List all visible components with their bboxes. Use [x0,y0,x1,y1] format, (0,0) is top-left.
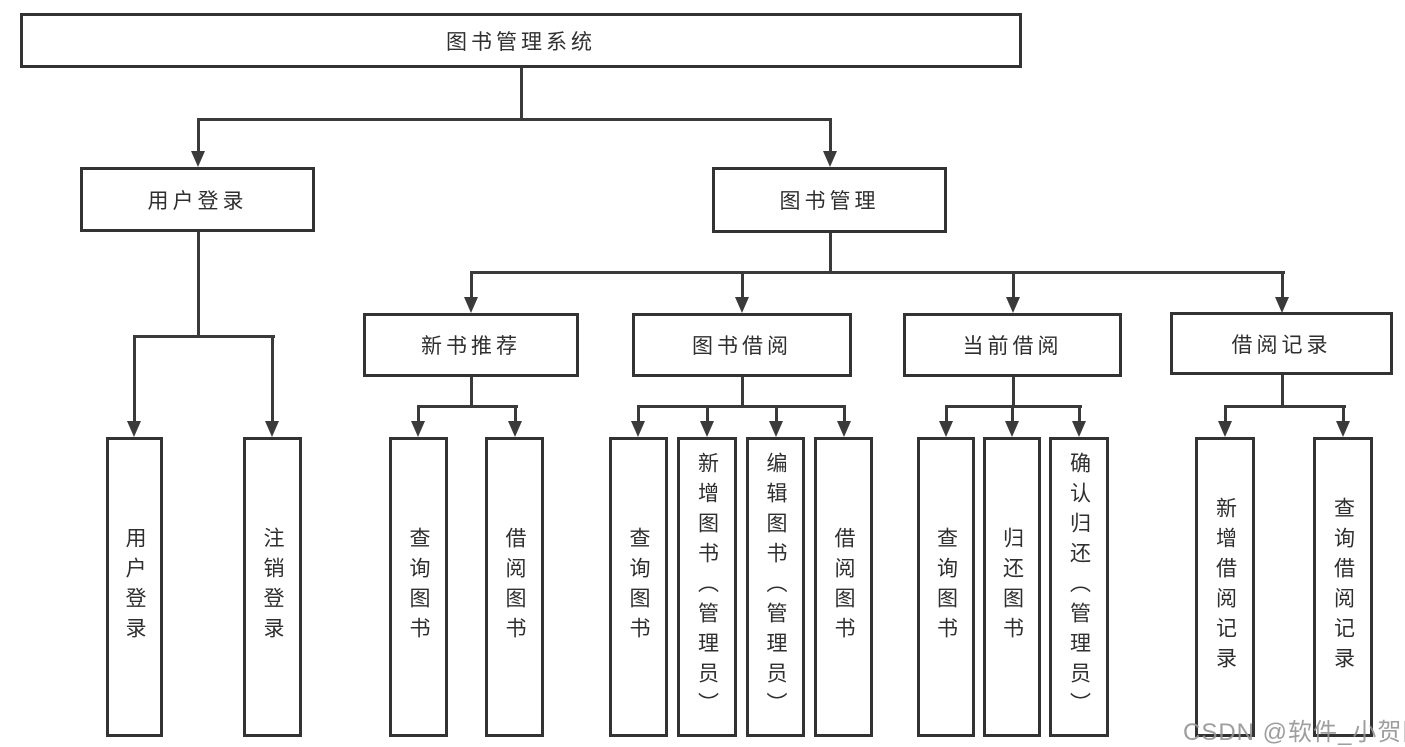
connector-borrow-drop-2 [706,405,709,423]
connector-l3-drop-1 [470,271,473,299]
leaf-user-login-label: 用户登录 [123,527,146,647]
connector-recommend-drop-1 [417,405,420,423]
connector-l3-drop-4 [1281,271,1284,299]
arrowhead-icon [631,421,645,437]
connector-l3-drop-3 [1012,271,1015,299]
connector-recommend-rail [417,405,518,408]
connector-borrow-drop-3 [775,405,778,423]
connector-borrow-stem [741,377,744,408]
connector-l3-rail [470,271,1285,274]
leaf-query-book-recommend: 查询图书 [389,437,448,737]
arrowhead-icon [823,151,837,167]
node-borrow-record-label: 借阅记录 [1231,333,1332,357]
arrowhead-icon [1275,297,1289,313]
leaf-confirm-return-admin-label: 确认归还（管理员） [1067,452,1091,722]
connector-record-stem [1281,375,1284,408]
leaf-query-book-borrow-label: 查询图书 [627,527,650,647]
arrowhead-icon [1006,297,1020,313]
node-book-borrow-label: 图书借阅 [692,335,792,358]
leaf-query-borrow-record-label: 查询借阅记录 [1331,497,1355,677]
connector-l2-drop-1 [197,118,200,153]
node-book-management-label: 图书管理 [779,190,880,213]
connector-borrow-drop-1 [637,405,640,423]
arrowhead-icon [700,421,714,437]
connector-login-rail [133,335,275,338]
connector-borrow-rail [637,405,846,408]
node-current-borrow: 当前借阅 [903,313,1122,377]
leaf-add-borrow-record: 新增借阅记录 [1195,437,1255,737]
connector-record-drop-2 [1342,405,1345,423]
leaf-logout-label: 注销登录 [261,527,284,647]
arrowhead-icon [464,297,478,313]
arrowhead-icon [1336,421,1350,437]
arrowhead-icon [735,297,749,313]
leaf-add-book-admin: 新增图书（管理员） [677,437,737,737]
connector-record-rail [1224,405,1346,408]
connector-borrow-drop-4 [843,405,846,423]
leaf-query-book-recommend-label: 查询图书 [407,527,430,647]
connector-mgmt-stem [829,233,832,274]
leaf-edit-book-admin: 编辑图书（管理员） [746,437,805,737]
arrowhead-icon [939,421,953,437]
node-user-login: 用户登录 [80,167,315,232]
arrowhead-icon [1072,421,1086,437]
connector-login-drop-2 [271,335,274,423]
leaf-logout: 注销登录 [243,437,302,737]
leaf-borrow-book-recommend: 借阅图书 [485,437,544,737]
leaf-return-book: 归还图书 [983,437,1041,737]
node-root: 图书管理系统 [20,13,1022,68]
leaf-query-borrow-record: 查询借阅记录 [1313,437,1373,737]
leaf-add-borrow-record-label: 新增借阅记录 [1213,497,1237,677]
leaf-confirm-return-admin: 确认归还（管理员） [1049,437,1109,737]
arrowhead-icon [1218,421,1232,437]
leaf-query-book-current-label: 查询图书 [934,527,958,647]
arrowhead-icon [265,421,279,437]
connector-login-stem [197,232,200,338]
node-borrow-record: 借阅记录 [1170,312,1393,375]
connector-recommend-drop-2 [514,405,517,423]
leaf-return-book-label: 归还图书 [1000,527,1024,647]
leaf-user-login: 用户登录 [106,437,163,737]
connector-current-drop-2 [1011,405,1014,423]
leaf-borrow-book-recommend-label: 借阅图书 [503,527,526,647]
arrowhead-icon [837,421,851,437]
leaf-query-book-borrow: 查询图书 [609,437,668,737]
leaf-add-book-admin-label: 新增图书（管理员） [695,452,719,722]
connector-login-drop-1 [133,335,136,423]
node-current-borrow-label: 当前借阅 [962,335,1063,358]
connector-l3-drop-2 [741,271,744,299]
leaf-borrow-book-label: 借阅图书 [832,527,855,647]
arrowhead-icon [127,421,141,437]
leaf-borrow-book: 借阅图书 [814,437,873,737]
leaf-query-book-current: 查询图书 [917,437,975,737]
node-new-book-recommend: 新书推荐 [363,313,579,377]
leaf-edit-book-admin-label: 编辑图书（管理员） [764,452,787,722]
node-root-label: 图书管理系统 [446,30,596,54]
csdn-watermark: CSDN @软件_小贺同学 [1183,719,1405,746]
connector-l2-rail [197,118,832,121]
connector-l2-drop-2 [829,118,832,153]
connector-root-stem [520,68,523,120]
arrowhead-icon [191,151,205,167]
connector-current-drop-1 [945,405,948,423]
node-user-login-label: 用户登录 [147,189,248,213]
arrowhead-icon [1005,421,1019,437]
connector-recommend-stem [470,377,473,408]
arrowhead-icon [769,421,783,437]
connector-current-stem [1012,377,1015,408]
connector-record-drop-1 [1224,405,1227,423]
node-book-borrow: 图书借阅 [632,313,852,377]
connector-current-drop-3 [1078,405,1081,423]
arrowhead-icon [411,421,425,437]
node-new-book-recommend-label: 新书推荐 [421,335,521,358]
node-book-management: 图书管理 [712,167,947,233]
arrowhead-icon [508,421,522,437]
